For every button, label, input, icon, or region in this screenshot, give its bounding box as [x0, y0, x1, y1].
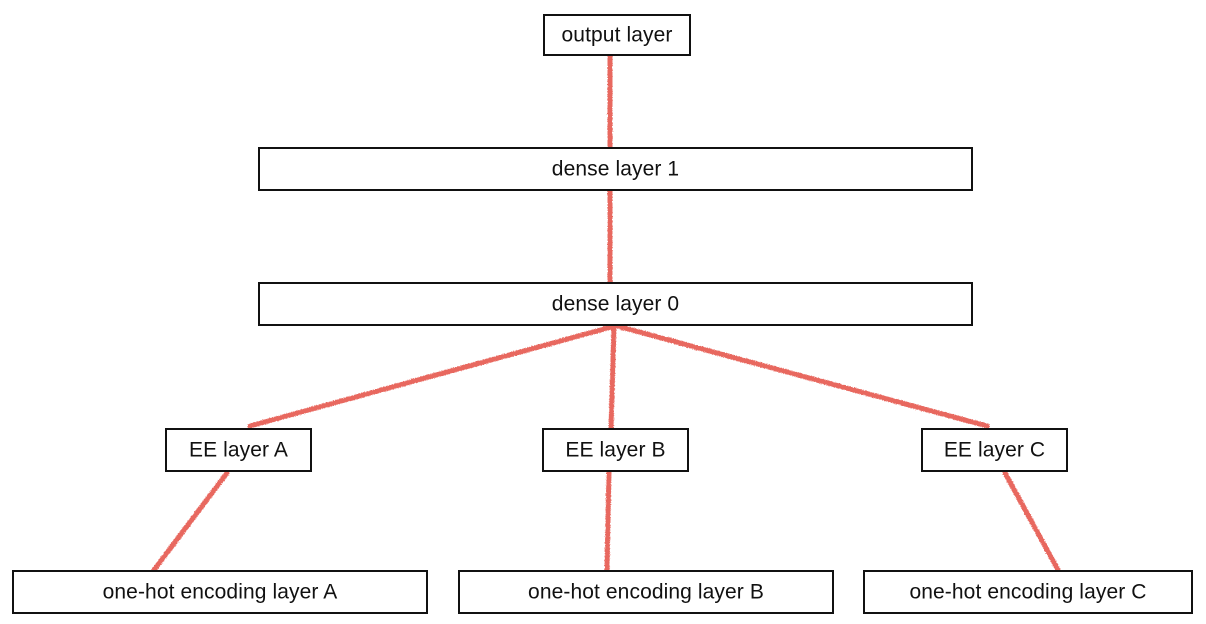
node-ee-layer-b: EE layer B [542, 428, 689, 472]
node-dense-layer-1: dense layer 1 [258, 147, 973, 191]
node-dense-layer-1-label: dense layer 1 [551, 157, 680, 180]
node-one-hot-encoding-layer-a-label: one-hot encoding layer A [102, 580, 338, 603]
node-one-hot-encoding-layer-c-label: one-hot encoding layer C [909, 580, 1147, 603]
edge-dense0-to-ee-c [614, 323, 990, 429]
node-dense-layer-0: dense layer 0 [258, 282, 973, 326]
node-output-layer-label: output layer [561, 23, 673, 46]
edge-dense0-to-ee-a [247, 323, 618, 429]
edge-ee-c-to-onehot-c [1002, 470, 1061, 573]
edge-dense0-to-ee-b [608, 323, 617, 431]
node-ee-layer-b-label: EE layer B [565, 438, 666, 461]
node-output-layer: output layer [543, 14, 691, 56]
node-ee-layer-c: EE layer C [921, 428, 1068, 472]
node-ee-layer-a: EE layer A [165, 428, 312, 472]
node-one-hot-encoding-layer-b: one-hot encoding layer B [458, 570, 834, 614]
node-one-hot-encoding-layer-c: one-hot encoding layer C [863, 570, 1193, 614]
edge-ee-a-to-onehot-a [151, 470, 230, 573]
node-one-hot-encoding-layer-a: one-hot encoding layer A [12, 570, 428, 614]
node-ee-layer-c-label: EE layer C [943, 438, 1046, 461]
node-one-hot-encoding-layer-b-label: one-hot encoding layer B [528, 580, 764, 603]
edge-ee-b-to-onehot-b [604, 469, 612, 573]
node-dense-layer-0-label: dense layer 0 [551, 292, 680, 315]
node-ee-layer-a-label: EE layer A [188, 438, 289, 461]
